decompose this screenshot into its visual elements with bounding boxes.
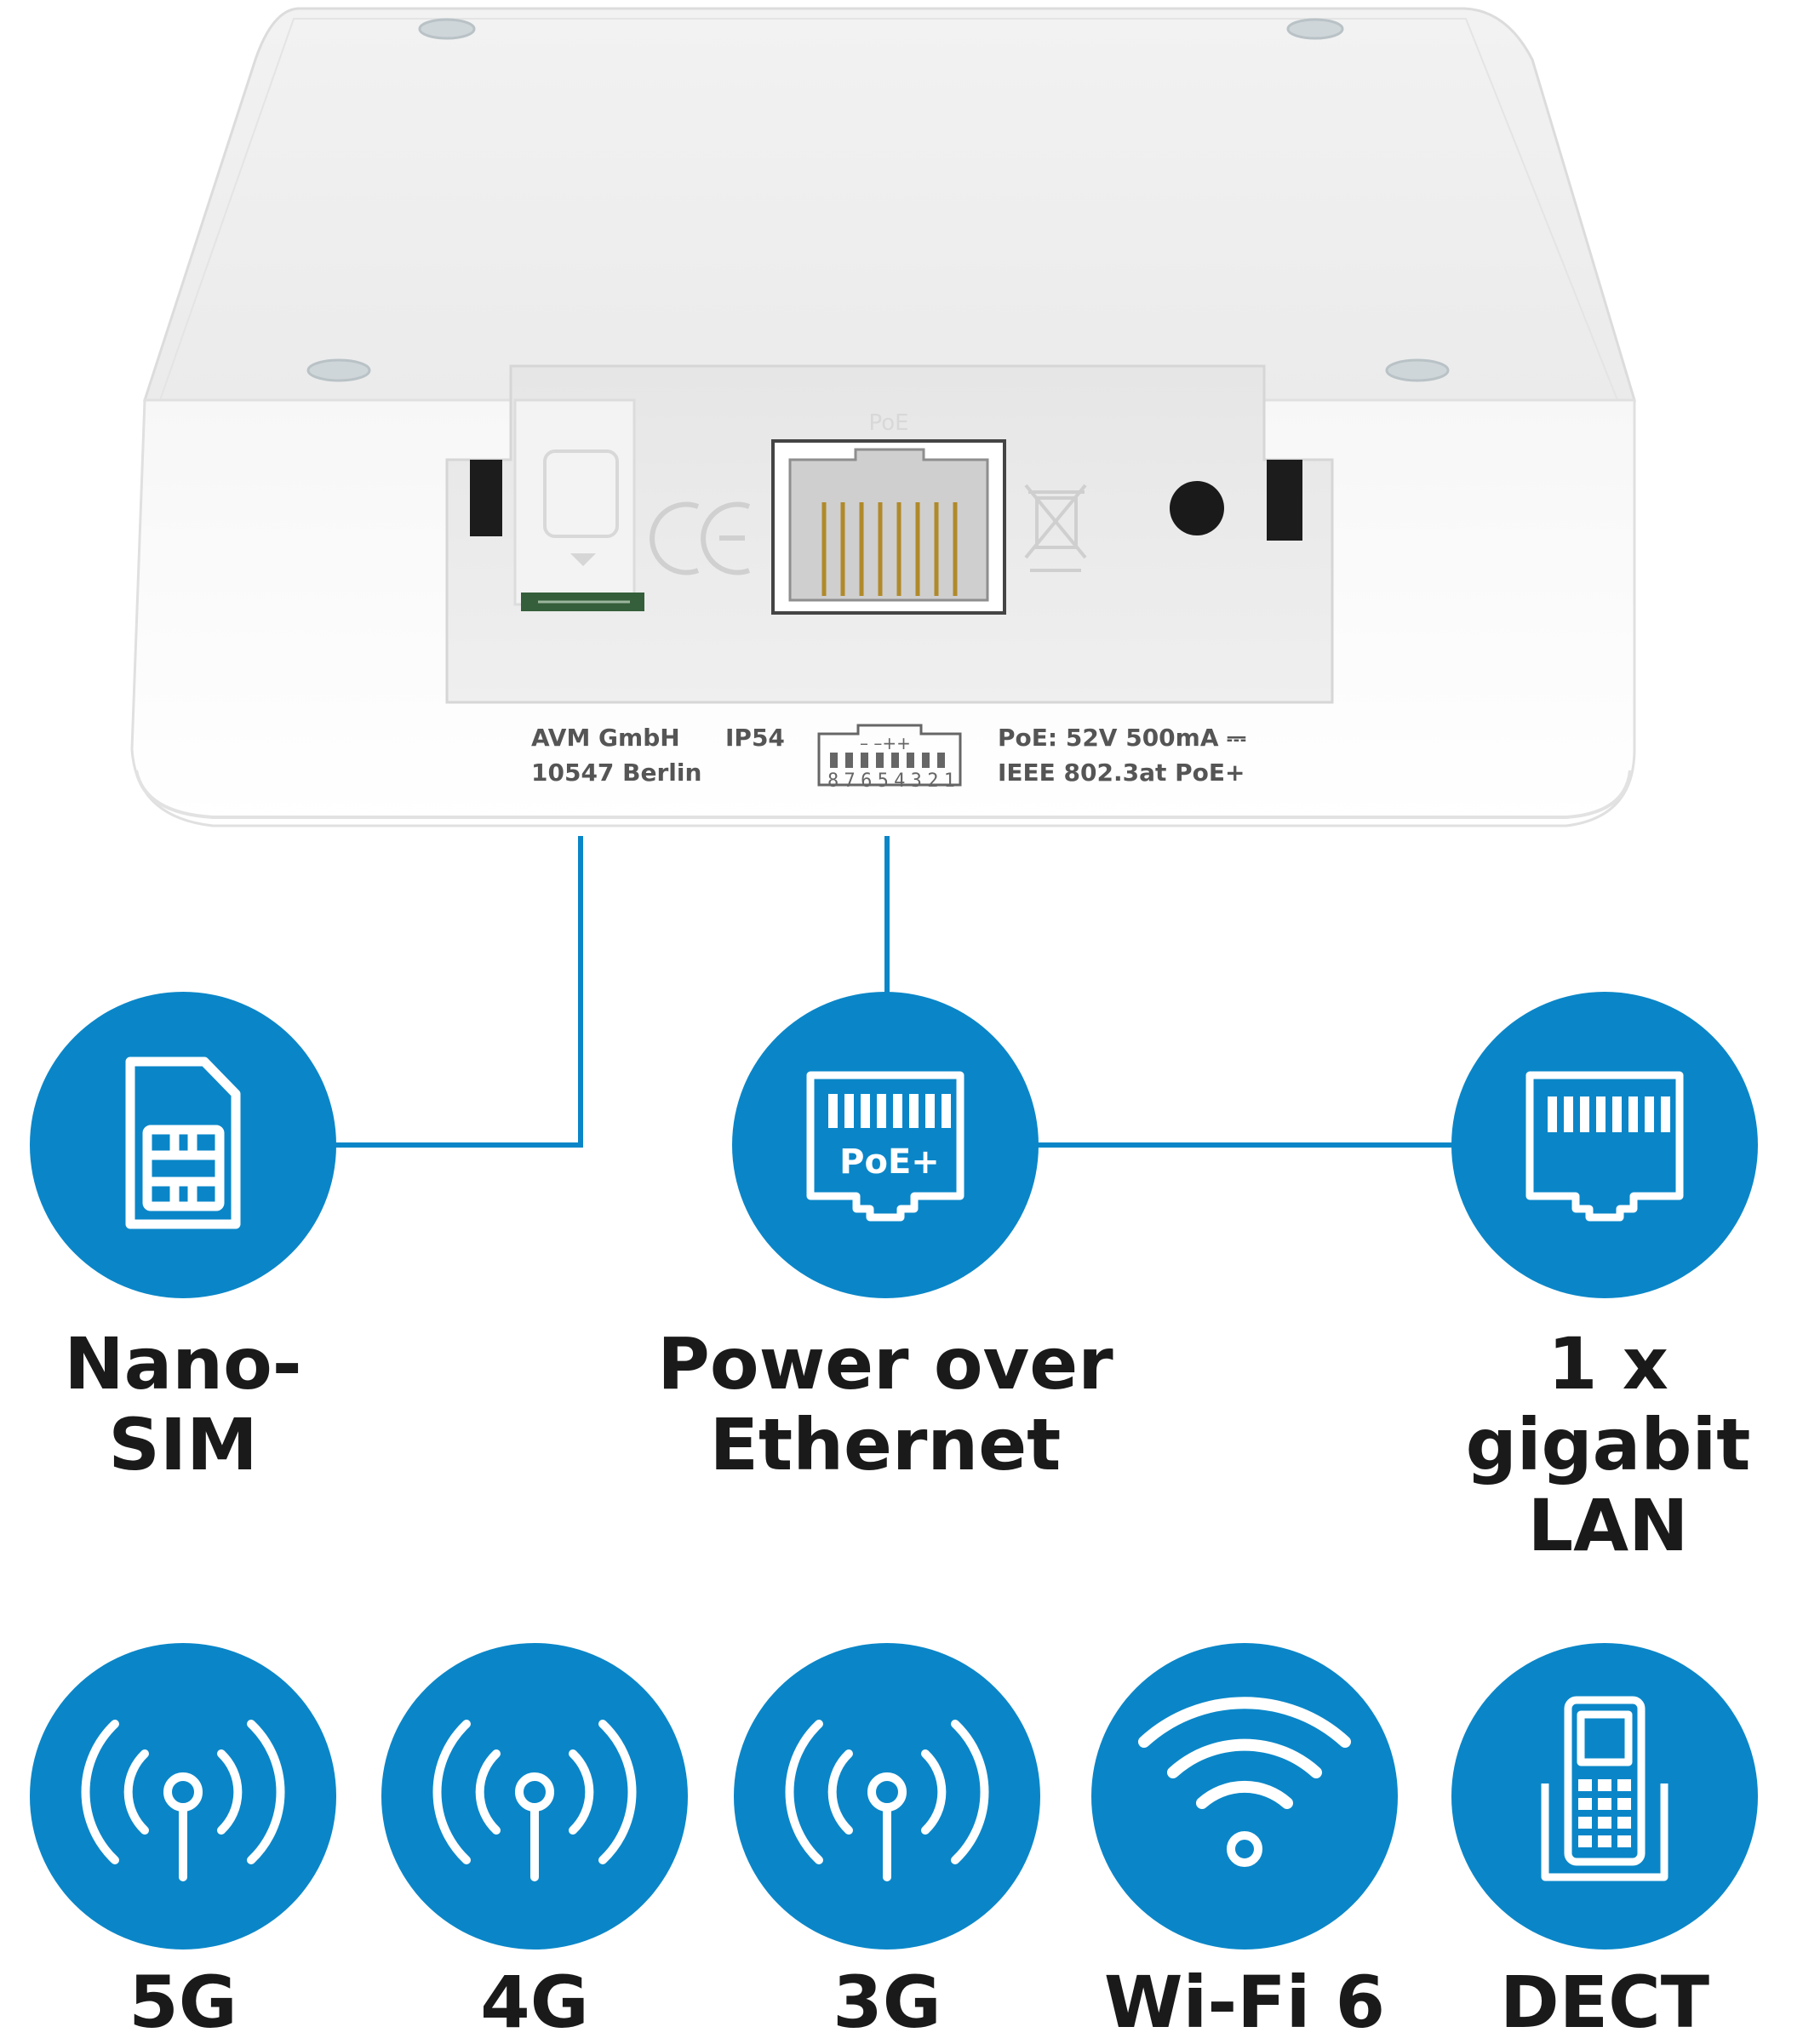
pin-polarity: – –++ — [860, 733, 911, 753]
connector-lines — [332, 836, 1456, 1148]
label-wifi6: Wi-Fi 6 — [1103, 1961, 1386, 2044]
label-3g: 3G — [833, 1961, 942, 2044]
feature-nano-sim — [30, 992, 336, 1298]
address-text: 10547 Berlin — [531, 759, 702, 787]
port-caption: PoE — [868, 410, 908, 436]
label-4g: 4G — [480, 1961, 589, 2044]
ce-mark-icon — [650, 501, 751, 575]
connectivity-3g — [734, 1643, 1040, 1950]
connectivity-4g — [381, 1643, 688, 1950]
antenna-icon — [785, 1720, 989, 1881]
ip-rating-text: IP54 — [725, 724, 785, 752]
pinout-diagram-icon — [817, 724, 962, 787]
wifi-icon — [1138, 1697, 1351, 1867]
latch-left — [470, 460, 502, 536]
device-top-face — [142, 7, 1637, 402]
label-nano-sim: Nano-SIM — [64, 1322, 302, 1486]
connectivity-5g — [30, 1643, 336, 1950]
lan-port-icon — [1525, 1071, 1684, 1222]
label-poe: Power over Ethernet — [657, 1322, 1113, 1486]
router-device: – –++ 87654321 PoE — [130, 7, 1637, 827]
manufacturer-text: AVM GmbH — [531, 724, 680, 752]
label-dect: DECT — [1499, 1961, 1710, 2044]
poe-standard-text: IEEE 802.3at PoE+ — [998, 759, 1245, 787]
connectivity-dect — [1451, 1643, 1758, 1950]
rj45-poe-port — [771, 439, 1006, 615]
label-5g: 5G — [129, 1961, 238, 2044]
feature-lan — [1451, 992, 1758, 1298]
screw-icons — [306, 18, 1450, 382]
sim-card-icon — [125, 1056, 241, 1229]
poe-power-text: PoE: 52V 500mA ⎓ — [998, 724, 1246, 752]
antenna-icon — [81, 1720, 285, 1881]
poe-icon-text: PoE+ — [839, 1142, 940, 1182]
poe-port-icon: PoE+ — [806, 1071, 964, 1222]
antenna-icon — [432, 1720, 637, 1881]
connectivity-wifi6 — [1091, 1643, 1398, 1950]
latch-right — [1267, 460, 1302, 541]
reset-button-icon — [1170, 481, 1224, 535]
dect-phone-icon — [1541, 1696, 1668, 1881]
weee-bin-icon — [1024, 484, 1087, 572]
label-lan: 1 x gigabit LAN — [1465, 1322, 1751, 1567]
feature-poe: PoE+ — [732, 992, 1039, 1298]
